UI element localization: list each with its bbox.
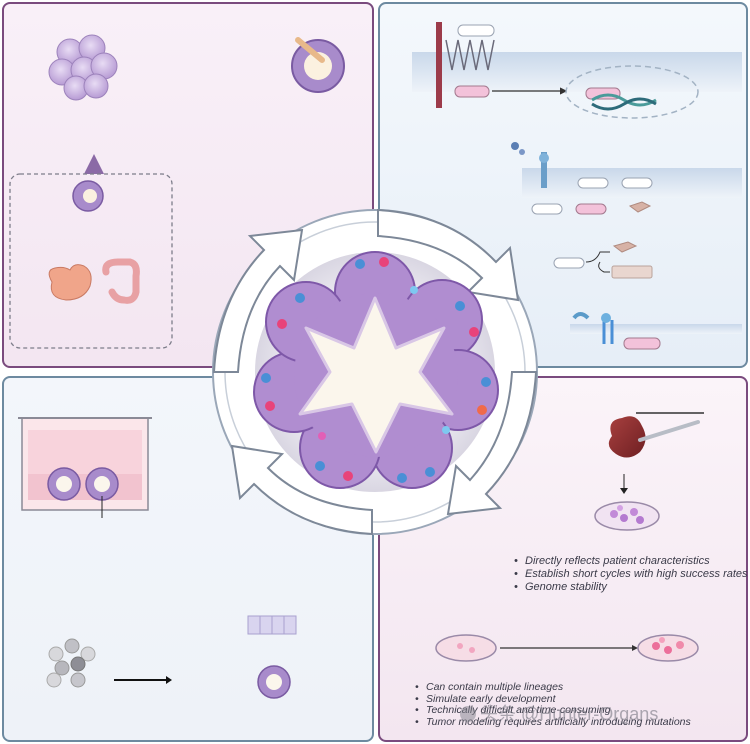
stomach-icon	[48, 264, 92, 301]
intestine-icon	[102, 258, 140, 304]
cycle-arrows	[212, 208, 538, 536]
transwell-insert	[18, 417, 152, 518]
br-illustrations	[435, 412, 704, 662]
dashed-box	[9, 173, 173, 349]
small-organoid-icon	[72, 180, 104, 212]
organoid-sphere-icon	[291, 37, 345, 93]
petri-dish-stem-icon-right	[637, 634, 699, 662]
list-item: Genome stability	[514, 581, 748, 594]
epithelium-strip-icon	[247, 615, 297, 635]
organoid-cross-section	[253, 251, 499, 489]
bl-illustrations	[18, 417, 297, 699]
stem-cell-derived-features: Can contain multiple lineages Simulate e…	[415, 681, 691, 729]
tumor-tissue-icon	[608, 416, 646, 458]
pathway-four	[570, 312, 742, 350]
list-item: Can contain multiple lineages	[415, 681, 691, 694]
tl-illustrations	[9, 34, 345, 349]
list-item: Tumor modeling requires artificially int…	[415, 716, 691, 729]
pathway-three	[553, 241, 653, 279]
patient-derived-features: Directly reflects patient characteristic…	[514, 555, 748, 594]
list-item: Establish short cycles with high success…	[514, 568, 748, 581]
single-cells-icon	[46, 638, 96, 688]
list-item: Simulate early development	[415, 693, 691, 706]
tr-illustrations	[412, 22, 742, 350]
central-organoid-hub	[212, 208, 538, 536]
watermark-text: 头条 @Hunter-Organs	[480, 704, 659, 724]
ligand-bar	[436, 22, 442, 108]
list-item: Directly reflects patient characteristic…	[514, 555, 748, 568]
list-item: Technically difficult and time-consuming	[415, 705, 691, 717]
forceps-icon	[638, 420, 700, 442]
organoid-small-icon	[257, 665, 291, 699]
arrow-up-icon	[84, 154, 104, 174]
watermark-logo-icon	[460, 706, 476, 722]
organoid-nuclei	[261, 257, 491, 483]
petri-dish-stem-icon-left	[435, 634, 497, 662]
stem-cell-cluster-icon	[48, 34, 118, 101]
petri-dish-patient-icon	[594, 501, 660, 531]
receptor-icon	[445, 39, 495, 71]
pathway-two	[511, 142, 742, 215]
watermark: 头条 @Hunter-Organs	[460, 700, 658, 726]
